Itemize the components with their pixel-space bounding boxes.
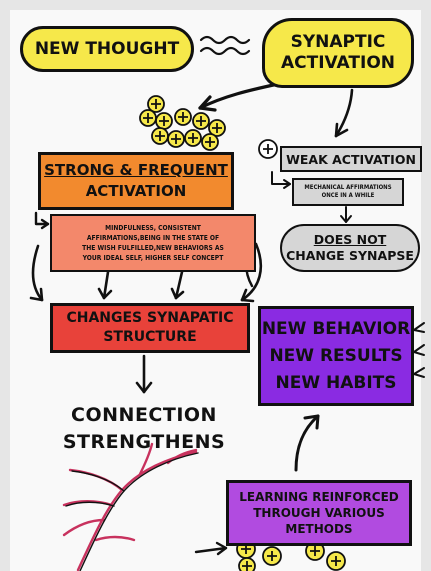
mechanical-line-2: ONCE IN A WHILE [321,192,375,199]
weak-activation-box: WEAK ACTIVATION [280,146,422,172]
new-thought-bubble: NEW THOUGHT [20,26,194,72]
strong-frequent-line-2: ACTIVATION [85,182,187,200]
does-not-line-1: DOES NOT [313,232,387,247]
squiggle-icon [199,35,251,56]
changes-synaptic-line-2: STRUCTURE [103,329,197,345]
connection-line-1: CONNECTION [71,404,217,426]
connection-strengthens-text: CONNECTION STRENGTHENS [62,400,226,458]
methods-line-2: AFFIRMATIONS,BEING IN THE STATE OF [86,234,220,242]
methods-line-1: MINDFULNESS, CONSISTENT [105,224,201,232]
methods-line-4: YOUR IDEAL SELF, HIGHER SELF CONCEPT [82,254,224,262]
new-thought-label: NEW THOUGHT [34,39,180,59]
synaptic-activation-bubble: SYNAPTIC ACTIVATION [262,18,414,88]
synaptic-activation-line-2: ACTIVATION [281,53,395,73]
arrow-icon [340,206,352,223]
does-not-line-2: CHANGE SYNAPSE [286,248,414,263]
learning-line-3: METHODS [285,522,353,536]
arrow-icon [198,82,280,112]
arrow-icon [135,354,153,394]
plus-circle-cluster-icon [139,95,226,151]
weak-activation-label: WEAK ACTIVATION [286,151,416,167]
changes-synaptic-structure-box: CHANGES SYNAPATIC STRUCTURE [50,303,250,353]
arrow-icon [334,88,354,138]
connection-line-2: STRENGTHENS [62,431,226,453]
does-not-change-synapse-bubble: DOES NOT CHANGE SYNAPSE [280,224,420,272]
learning-reinforced-box: LEARNING REINFORCED THROUGH VARIOUS METH… [226,480,412,546]
synaptic-activation-line-1: SYNAPTIC [290,32,386,52]
new-results-label: NEW RESULTS [269,345,403,366]
methods-list-box: MINDFULNESS, CONSISTENT AFFIRMATIONS,BEI… [50,214,256,272]
strong-frequent-line-1: STRONG & FREQUENT [44,161,228,179]
plus-circle-icon [258,139,278,159]
arrow-icon [29,242,263,303]
arrow-icon [271,171,291,189]
new-results-box: NEW BEHAVIOR NEW RESULTS NEW HABITS [258,306,414,406]
new-behavior-label: NEW BEHAVIOR [261,318,411,339]
arrow-icon [413,322,425,378]
strong-frequent-activation-box: STRONG & FREQUENT ACTIVATION [38,152,234,210]
arrow-icon [294,414,320,472]
methods-line-3: THE WISH FULFILLED,NEW BEHAVIORS AS [82,244,224,252]
neuron-branch-icon [62,442,198,571]
mechanical-affirmations-box: MECHANICAL AFFIRMATIONS ONCE IN A WHILE [292,178,404,206]
arrow-icon [34,211,50,230]
new-habits-label: NEW HABITS [275,372,397,393]
learning-line-1: LEARNING REINFORCED [239,490,399,504]
learning-line-2: THROUGH VARIOUS [253,506,385,520]
diagram-frame [10,10,421,571]
mechanical-line-1: MECHANICAL AFFIRMATIONS [304,184,392,191]
changes-synaptic-line-1: CHANGES SYNAPATIC [66,310,234,326]
arrow-icon [194,541,228,556]
